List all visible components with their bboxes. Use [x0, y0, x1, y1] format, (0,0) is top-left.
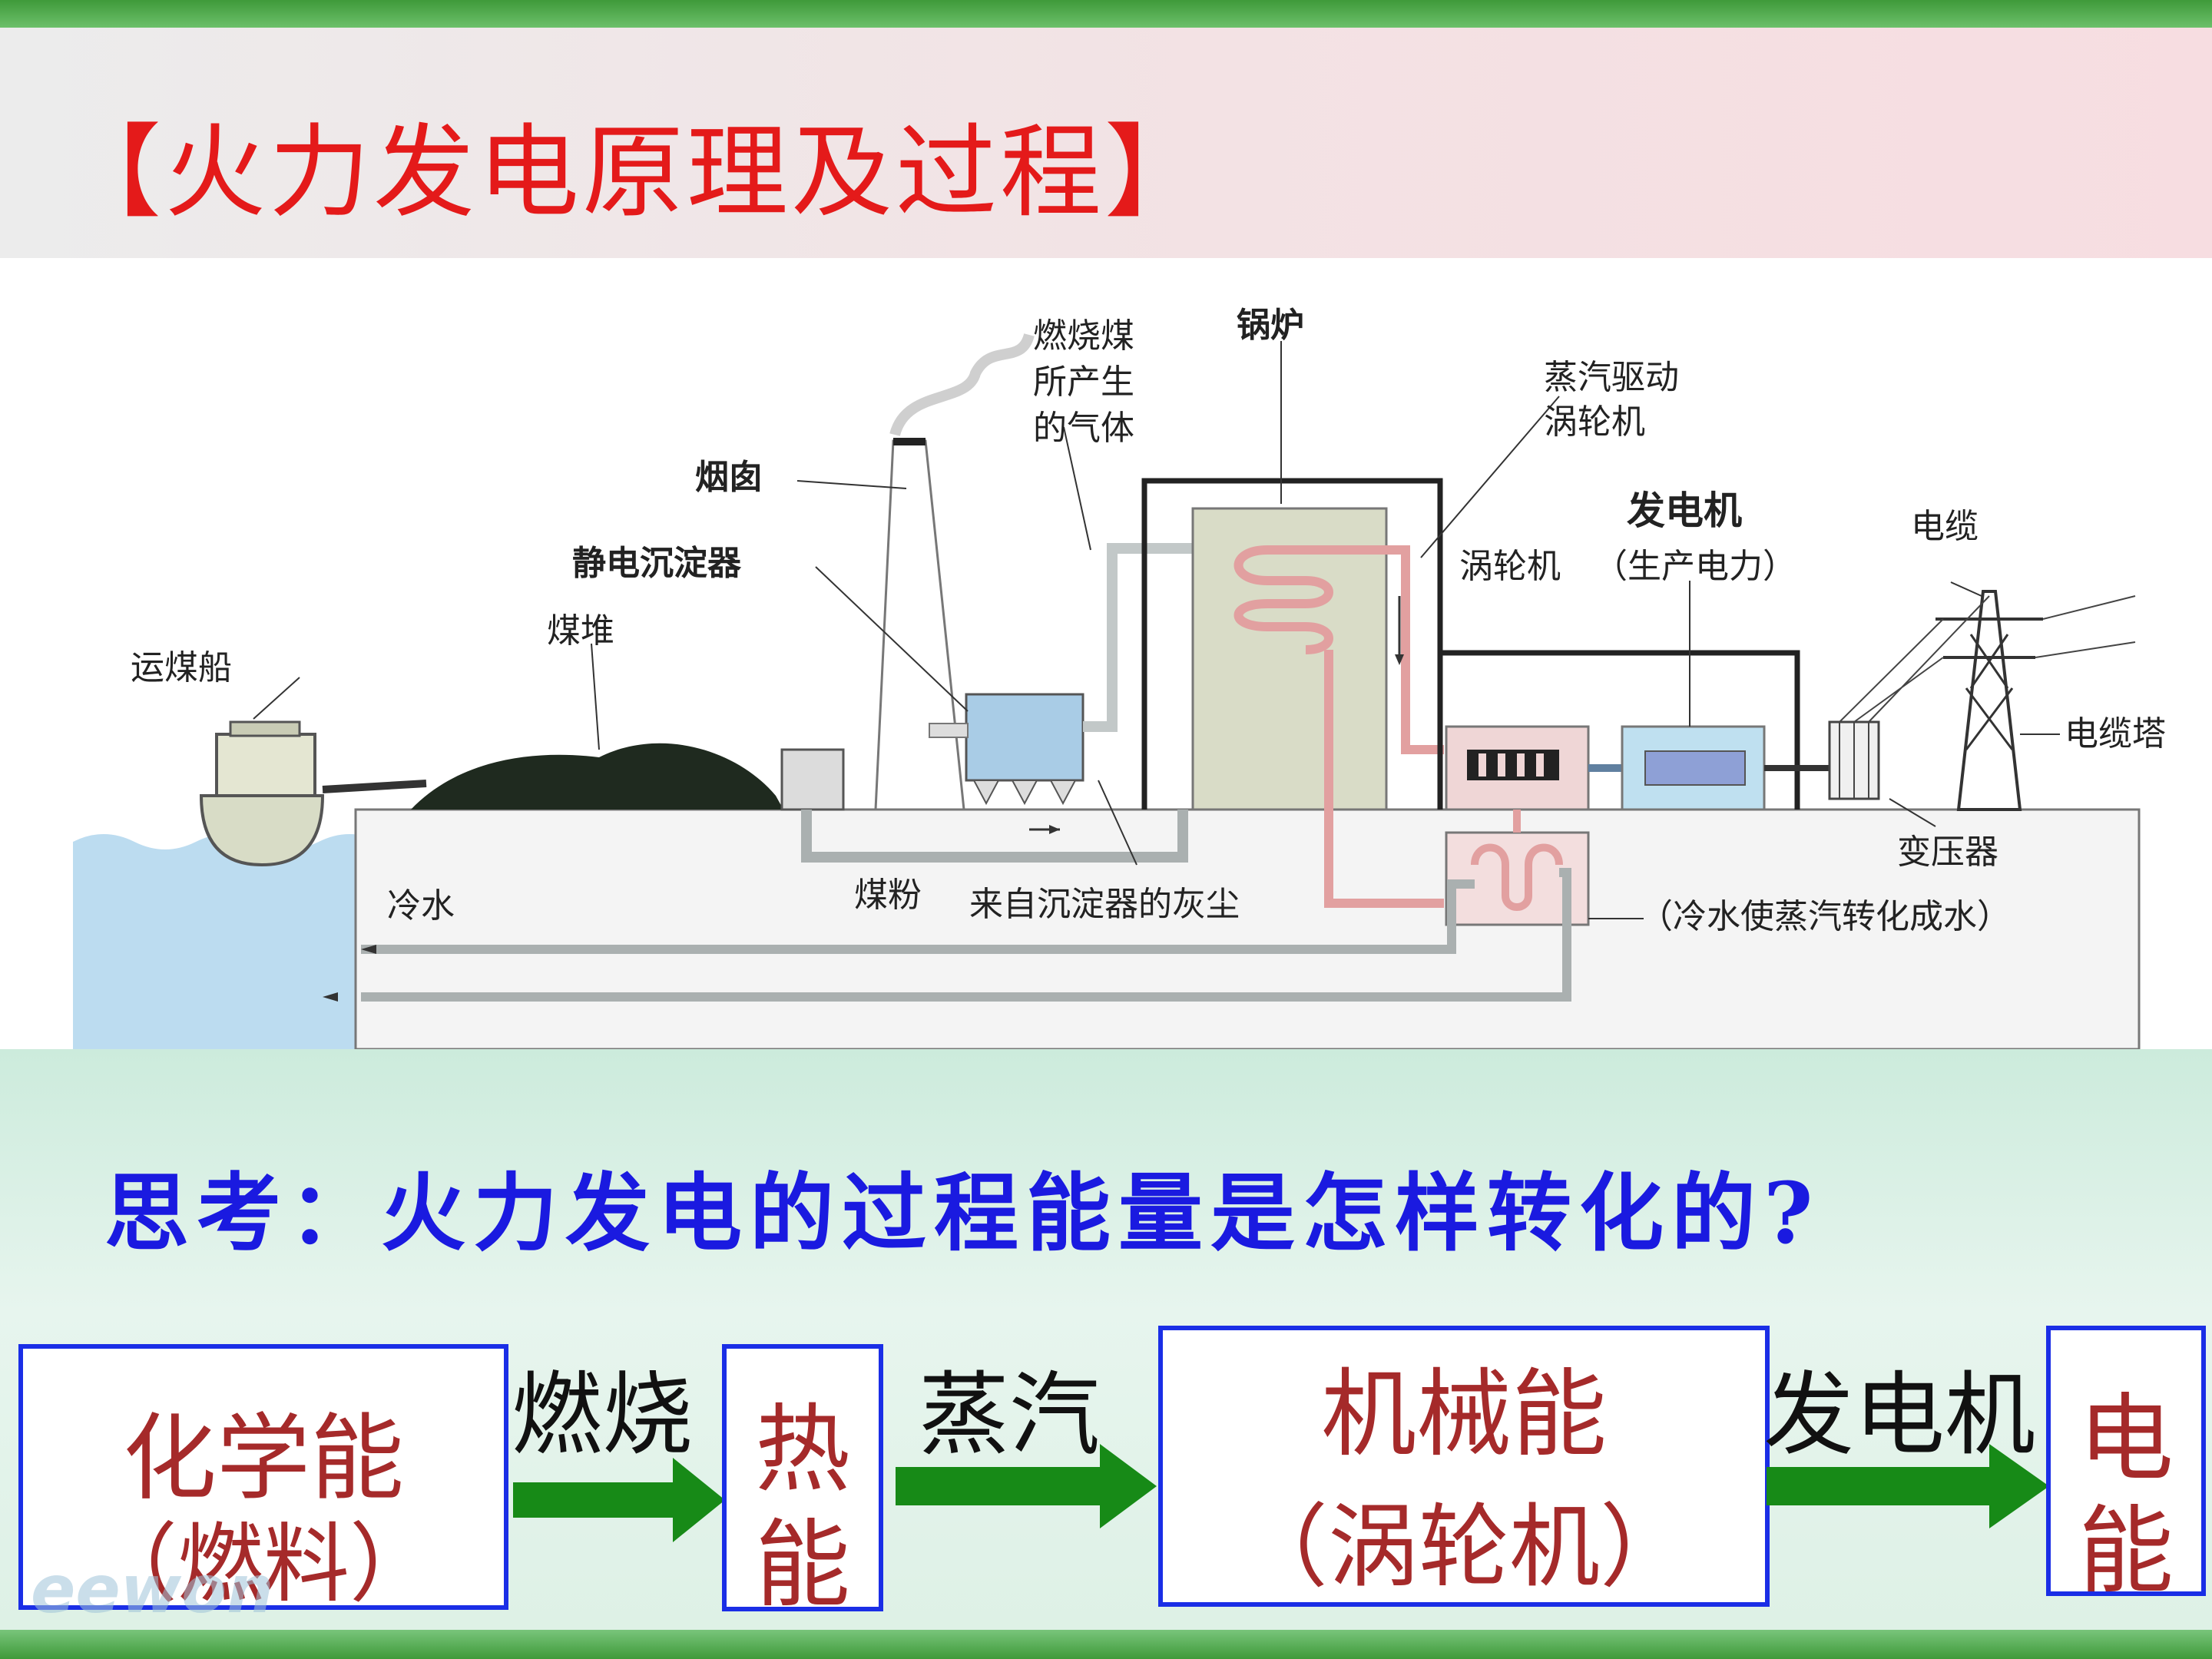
coal-pile [411, 743, 783, 810]
mechanical-energy-label: 机械能 [1320, 1359, 1607, 1470]
power-plant-diagram: 运煤船 煤堆 烟囱 静电沉淀器 燃烧煤 所产生 的气体 锅炉 蒸汽驱动 涡轮机 … [73, 306, 2166, 1051]
label-coal-powder: 煤粉 [854, 876, 922, 915]
label-gas-1: 燃烧煤 [1033, 316, 1134, 356]
turbine-label: （涡轮机） [1237, 1494, 1690, 1600]
arrow-3 [1767, 1444, 2049, 1528]
label-tower: 电缆塔 [2065, 714, 2166, 753]
electric-energy-label-1: 电 [2078, 1384, 2174, 1495]
label-cold-water: 冷水 [387, 886, 455, 926]
combustion-label: 燃烧 [512, 1362, 694, 1468]
label-condenser: （冷水使蒸汽转化成水） [1639, 897, 2011, 936]
chemical-energy-box: 化学能 （燃料） [18, 1344, 508, 1614]
mechanical-energy-box: 机械能 （涡轮机） [1158, 1326, 1770, 1607]
label-cable: 电缆 [1911, 507, 1979, 546]
label-chimney: 烟囱 [695, 458, 763, 497]
watermark-logo: eewon [31, 1551, 274, 1628]
title-banner [0, 28, 2212, 258]
label-generator-note: （生产电力） [1594, 547, 1796, 586]
electric-energy-box: 电 能 [2046, 1326, 2206, 1607]
label-transformer: 变压器 [1897, 833, 1998, 872]
chimney [874, 439, 965, 811]
ground [354, 808, 2141, 1051]
label-coal-pile: 煤堆 [547, 611, 614, 651]
label-turbine: 涡轮机 [1459, 547, 1561, 586]
heat-energy-label-2: 能 [754, 1510, 850, 1621]
label-generator: 发电机 [1627, 488, 1742, 533]
cable-tower [1956, 590, 2022, 811]
diagram-area: 运煤船 煤堆 烟囱 静电沉淀器 燃烧煤 所产生 的气体 锅炉 蒸汽驱动 涡轮机 … [0, 258, 2212, 1051]
cables [1839, 595, 2136, 723]
label-ash: 来自沉淀器的灰尘 [969, 885, 1240, 924]
label-precipitator: 静电沉淀器 [572, 544, 742, 583]
electric-energy-label-2: 能 [2078, 1496, 2174, 1607]
coal-ship [199, 794, 325, 867]
label-steam-1: 蒸汽驱动 [1544, 358, 1679, 397]
arrow-1 [513, 1458, 725, 1542]
boiler-coil [1233, 545, 1333, 654]
precipitator [965, 693, 1084, 782]
bottom-green-band [0, 1630, 2212, 1659]
heat-energy-label-1: 热 [754, 1395, 850, 1505]
smoke [889, 333, 1035, 437]
slide-title: 【火力发电原理及过程】 [60, 114, 1209, 232]
top-green-band [0, 0, 2212, 28]
label-gas-3: 的气体 [1033, 409, 1134, 448]
water [73, 834, 380, 1049]
ship-cabin [215, 733, 316, 797]
boiler [1191, 507, 1388, 811]
chemical-energy-label: 化学能 [123, 1404, 404, 1513]
heat-energy-box: 热 能 [722, 1344, 883, 1621]
label-gas-2: 所产生 [1033, 363, 1134, 402]
label-ship: 运煤船 [131, 648, 232, 687]
question-text: 思考：火力发电的过程能量是怎样转化的? [104, 1164, 1821, 1263]
arrow-2 [896, 1444, 1157, 1528]
fuel-label: （燃料） [91, 1515, 435, 1614]
label-steam-2: 涡轮机 [1544, 402, 1645, 442]
label-boiler: 锅炉 [1237, 306, 1304, 345]
steam-label: 蒸汽 [919, 1362, 1101, 1468]
coal-hopper [780, 748, 845, 811]
